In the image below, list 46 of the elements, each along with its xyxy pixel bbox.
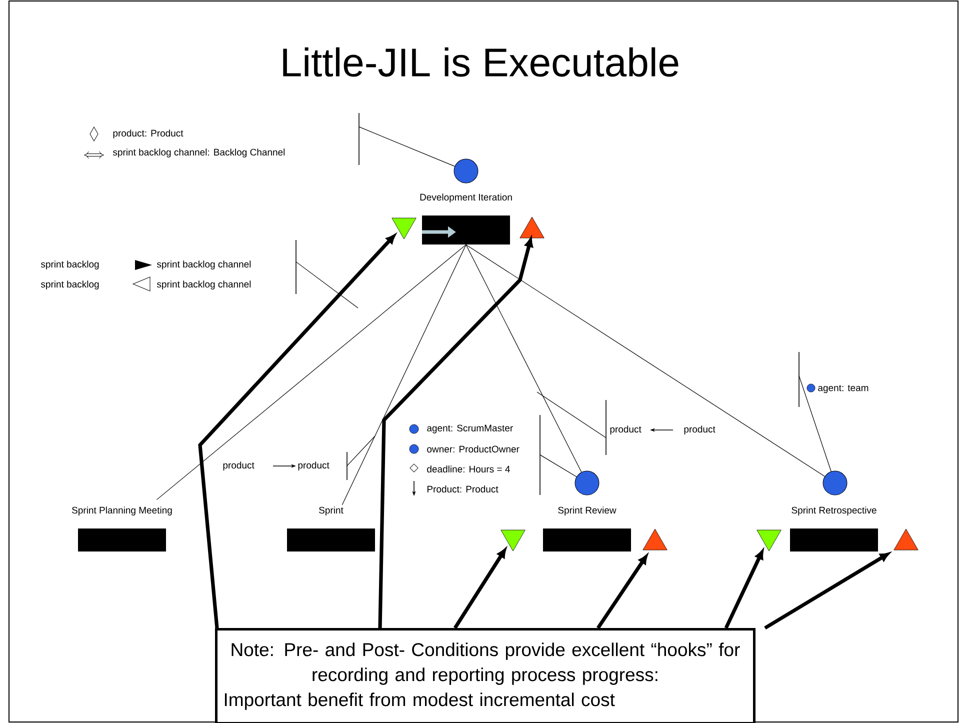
- annotation-text: sprint backlog channel: [156, 260, 251, 270]
- step-label: Development Iteration: [420, 194, 512, 202]
- connector: [342, 244, 466, 506]
- annotation-text: sprint backlog channel: Backlog Channel: [112, 148, 285, 158]
- annotation-text: deadline: Hours = 4: [427, 466, 510, 472]
- arrow: [596, 554, 648, 630]
- title: Little-JIL is Executable: [283, 47, 678, 77]
- step-label: Sprint Retrospective: [792, 506, 876, 516]
- condition-triangle: [756, 530, 782, 552]
- step-label: Sprint Planning Meeting: [72, 506, 172, 516]
- connector: [466, 244, 826, 477]
- annotation-text: Product: Product: [428, 486, 498, 492]
- annotation-text: sprint backlog: [40, 280, 99, 290]
- annotation-text: agent: ScrumMaster: [427, 424, 513, 434]
- annotation-text: owner: ProductOwner: [427, 446, 520, 452]
- condition-triangle: [642, 528, 668, 550]
- leader-line: [296, 262, 358, 308]
- interface-circle: [454, 158, 478, 184]
- annotation-text: sprint backlog channel: [156, 280, 251, 290]
- step-label: Sprint: [319, 506, 344, 516]
- connector: [156, 244, 466, 500]
- arrow: [198, 234, 396, 628]
- leader-line: [536, 392, 606, 438]
- interface-circle: [822, 470, 848, 496]
- arrow: [453, 548, 506, 629]
- leader-line: [358, 126, 455, 167]
- leader-line: [798, 376, 832, 472]
- annotation-text: product: Product: [113, 130, 184, 138]
- annotation-text: product: [684, 426, 716, 434]
- annotation-text: agent: team: [818, 384, 868, 394]
- annotation-text: sprint backlog: [40, 260, 99, 270]
- condition-triangle: [500, 530, 526, 552]
- condition-triangle: [520, 216, 544, 238]
- annotation-text: product: [298, 462, 330, 470]
- step-label: Sprint Review: [558, 506, 616, 516]
- note-box: Note: Pre- and Post- Conditions provide excellent “hooks” for recording and reporting process progress: Important benefit from modest incremental cost: [215, 628, 756, 723]
- leader-line: [540, 454, 577, 477]
- annotation-text: product: [223, 462, 254, 470]
- condition-triangle: [392, 218, 416, 240]
- leader-line: [346, 436, 376, 466]
- arrow: [764, 552, 890, 630]
- arrow: [378, 238, 533, 628]
- condition-triangle: [894, 528, 918, 550]
- interface-circle: [574, 470, 600, 496]
- connector: [466, 244, 582, 472]
- annotation-text: product: [610, 426, 642, 434]
